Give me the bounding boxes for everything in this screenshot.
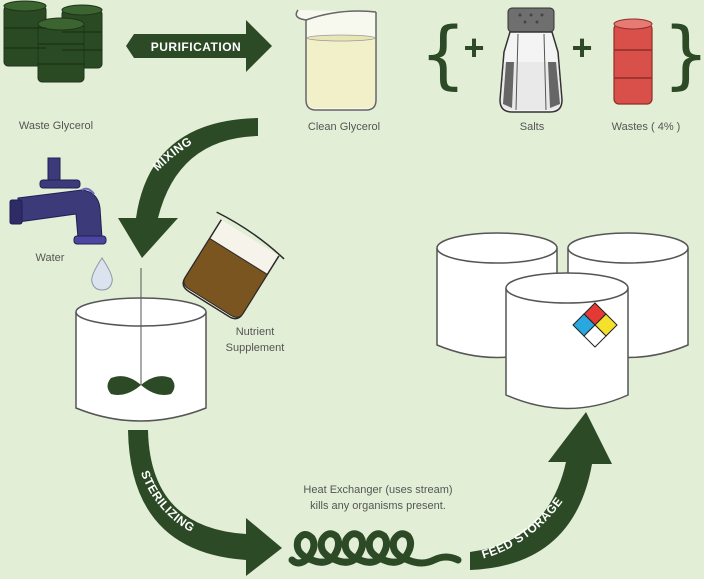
storage-tanks-icon [436,232,689,410]
purification-arrow: PURIFICATION [126,20,272,72]
nutrient-label-line2: Supplement [226,342,285,354]
heat-exchanger-coil-icon [288,530,462,567]
plus-sign-2: + [571,27,592,68]
left-brace: { [419,12,466,98]
heat-exchanger-label-line1: Heat Exchanger (uses stream) [303,484,452,496]
salt-shaker-icon [499,7,563,113]
heat-exchanger-label-line2: kills any organisms present. [310,500,446,512]
feed-storage-arrow: FEED STORAGE [470,412,612,570]
plus-sign-1: + [463,27,484,68]
right-brace: } [662,12,704,98]
clean-glycerol-beaker-icon [295,9,377,111]
clean-glycerol-label: Clean Glycerol [308,121,380,133]
waste-glycerol-label: Waste Glycerol [19,120,93,132]
nutrient-label-line1: Nutrient [236,326,275,338]
mixing-tank-icon [75,268,207,422]
hazard-diamond-icon [572,302,618,348]
water-label: Water [36,252,65,264]
wastes-label: Wastes ( 4% ) [612,121,681,133]
water-faucet-icon [9,157,107,245]
sterilizing-arrow: STERILIZING [128,430,282,576]
water-drop-icon [91,257,113,291]
storage-tank-front [505,272,629,410]
waste-glycerol-barrels-icon [3,0,103,83]
purification-arrow-label: PURIFICATION [151,40,241,54]
waste-barrel-icon [613,18,653,105]
salts-label: Salts [520,121,545,133]
nutrient-beaker-icon [182,211,285,320]
